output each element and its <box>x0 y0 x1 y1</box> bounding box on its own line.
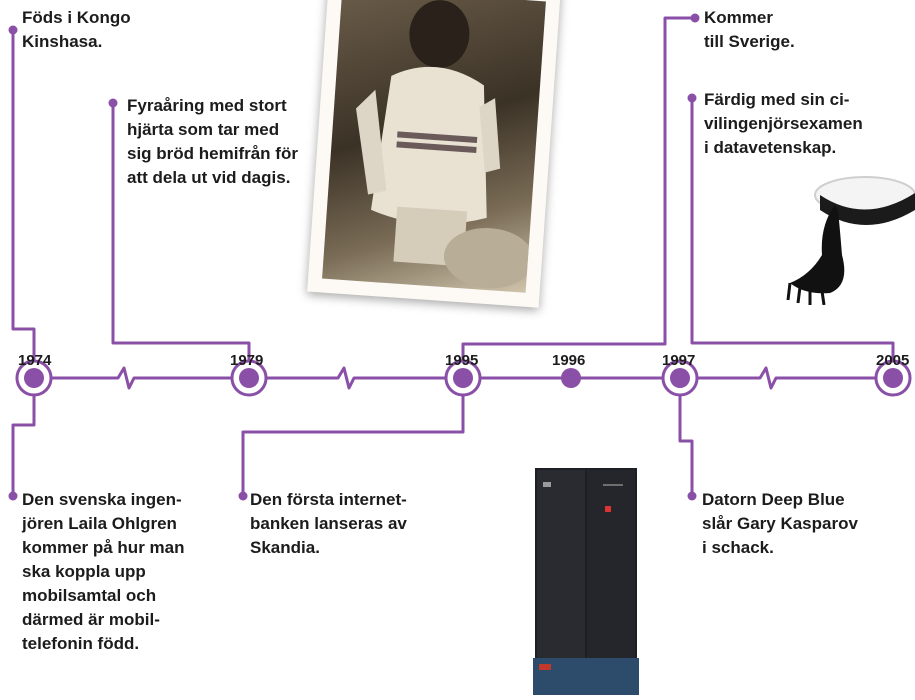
year-1974: 1974 <box>18 352 52 369</box>
year-2005: 2005 <box>876 352 910 369</box>
event-2005-graduation: Färdig med sin ci- vilingenjörsexamen i … <box>704 90 863 157</box>
bullet-1995-bottom <box>238 491 248 501</box>
event-1997-deep-blue: Datorn Deep Blue slår Gary Kasparov i sc… <box>702 490 858 557</box>
event-1995-internet-bank: Den första internet- banken lanseras av … <box>250 490 407 557</box>
marker-2005-dot <box>883 368 903 388</box>
year-1997: 1997 <box>662 352 696 369</box>
deep-blue-computer-image <box>527 468 645 695</box>
connector-1995-top <box>461 16 695 378</box>
event-1995-moves-to-sweden: Kommer till Sverige. <box>704 8 795 51</box>
marker-1995-dot <box>453 368 473 388</box>
year-1979: 1979 <box>230 352 264 369</box>
connector-1995-bottom <box>241 378 465 496</box>
marker-1979-dot <box>239 368 259 388</box>
graduation-cap-image <box>780 165 915 306</box>
bullet-2005-top <box>687 93 697 103</box>
event-1979-mobile-telephony: Den svenska ingen- jören Laila Ohlgren k… <box>22 490 185 653</box>
connector-1997-bottom <box>678 378 694 496</box>
year-1996: 1996 <box>552 352 586 369</box>
event-1974-born: Föds i Kongo Kinshasa. <box>22 8 131 51</box>
bullet-1974-bottom <box>8 491 18 501</box>
marker-1996-dot <box>561 368 581 388</box>
marker-1974-dot <box>24 368 44 388</box>
bullet-1974-top <box>8 25 18 35</box>
child-photo <box>307 0 561 308</box>
timeline-axis <box>18 366 905 390</box>
bullet-1995-top <box>690 13 700 23</box>
marker-1997-dot <box>670 368 690 388</box>
connector-1974-bottom <box>11 378 36 496</box>
year-1995: 1995 <box>445 352 479 369</box>
child-photo-image <box>322 0 546 293</box>
connector-1974-top <box>11 30 36 378</box>
bullet-1979-top <box>108 98 118 108</box>
event-1979-four-year-old: Fyraåring med stort hjärta som tar med s… <box>127 96 298 187</box>
bullet-1997-bottom <box>687 491 697 501</box>
